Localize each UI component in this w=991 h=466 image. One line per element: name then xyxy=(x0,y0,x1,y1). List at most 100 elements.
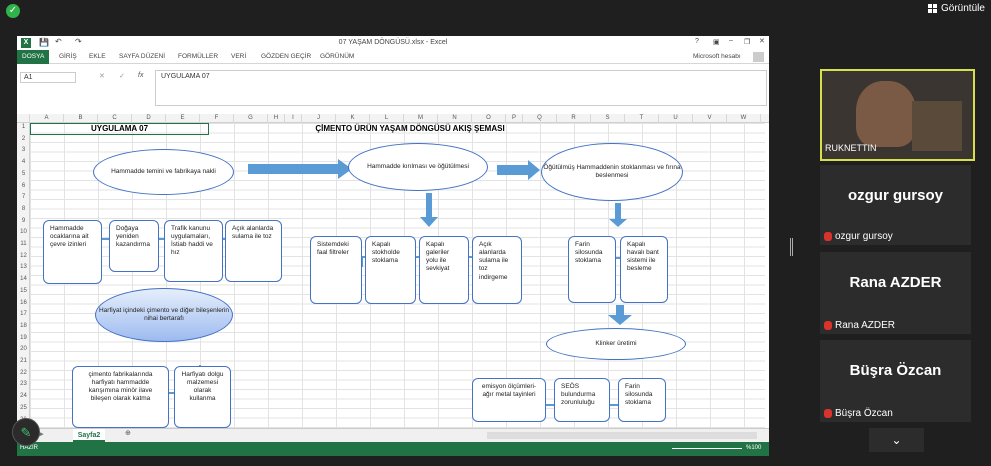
row-header[interactable]: 3 xyxy=(21,147,26,154)
column-header[interactable]: B xyxy=(64,114,98,123)
row-header[interactable]: 4 xyxy=(21,159,26,166)
avatar[interactable] xyxy=(753,52,764,62)
column-header[interactable]: V xyxy=(693,114,727,123)
close-icon[interactable]: ✕ xyxy=(759,38,765,45)
participant-video[interactable]: RUKNETTIN xyxy=(820,69,975,161)
row-header[interactable]: 18 xyxy=(20,322,27,329)
save-icon[interactable]: 💾 xyxy=(39,38,49,47)
zoom-slider[interactable] xyxy=(672,448,742,449)
column-header[interactable]: T xyxy=(625,114,659,123)
chevron-down-icon[interactable]: ⌄ xyxy=(869,428,924,452)
column-header[interactable]: C xyxy=(98,114,132,123)
view-button[interactable]: Görüntüle xyxy=(928,3,985,14)
column-header[interactable]: L xyxy=(370,114,404,123)
box-open-watering[interactable]: Açık alanlarda sulama ile toz indirgeme xyxy=(472,236,522,304)
row-header[interactable]: 11 xyxy=(20,241,27,247)
column-header[interactable]: K xyxy=(336,114,370,123)
row-header[interactable]: 20 xyxy=(20,346,27,353)
cancel-icon[interactable]: ✕ xyxy=(99,73,105,80)
tab-insert[interactable]: EKLE xyxy=(89,53,106,60)
box-stockhold[interactable]: Kapalı stokholde stoklama xyxy=(365,236,416,304)
row-header[interactable]: 14 xyxy=(20,276,27,283)
tab-home[interactable]: GİRİŞ xyxy=(59,53,77,60)
column-header[interactable]: S xyxy=(591,114,625,123)
sheet-tab[interactable]: Sayfa2 xyxy=(73,429,105,442)
row-header[interactable]: 16 xyxy=(20,299,27,306)
name-box[interactable]: A1 xyxy=(20,72,76,83)
node-clinker[interactable]: Klinker üretimi xyxy=(546,328,686,360)
box-silo-2[interactable]: Farin silosunda stoklama xyxy=(618,378,666,422)
node-stockpiling[interactable]: Öğütülmüş Hammaddenin stoklanması ve fır… xyxy=(541,143,683,201)
box-recovery[interactable]: Doğaya yeniden kazandırma xyxy=(109,220,159,272)
box-fill-material[interactable]: Harfiyatı dolgu malzemesi olarak kullanm… xyxy=(174,366,231,428)
row-header[interactable]: 6 xyxy=(21,182,26,189)
box-quarry-permits[interactable]: Hammadde ocaklarına ait çevre izinleri xyxy=(43,220,102,284)
box-galleries[interactable]: Kapalı galeriler yolu ile sevkiyat xyxy=(419,236,469,304)
column-header[interactable]: J xyxy=(302,114,336,123)
row-header[interactable]: 24 xyxy=(20,393,27,400)
box-emission[interactable]: emisyon ölçümleri-ağır metal tayinleri xyxy=(472,378,546,422)
enter-icon[interactable]: ✓ xyxy=(119,73,125,80)
row-header[interactable]: 21 xyxy=(20,358,27,364)
row-header[interactable]: 5 xyxy=(21,170,26,177)
row-header[interactable]: 25 xyxy=(20,404,27,411)
restore-icon[interactable]: ❐ xyxy=(744,39,751,46)
row-header[interactable]: 10 xyxy=(20,229,27,236)
participant-tile[interactable]: ozgur gursoy ozgur gursoy xyxy=(820,165,971,245)
column-header[interactable]: A xyxy=(30,114,64,123)
participant-tile[interactable]: Rana AZDER Rana AZDER xyxy=(820,252,971,334)
row-header[interactable]: 1 xyxy=(21,124,26,130)
row-header[interactable]: 17 xyxy=(20,311,27,318)
column-header[interactable]: N xyxy=(438,114,472,123)
tab-page-layout[interactable]: SAYFA DÜZENİ xyxy=(119,53,166,60)
box-watering-dust[interactable]: Açık alanlarda sulama ile toz xyxy=(225,220,282,282)
account-link[interactable]: Microsoft hesabı xyxy=(693,53,741,60)
pencil-icon[interactable]: ✎ xyxy=(12,418,40,446)
row-header[interactable]: 8 xyxy=(21,205,26,212)
box-minor-additive[interactable]: çimento fabrikalarında harfiyatı hammadd… xyxy=(72,366,169,428)
row-header[interactable]: 15 xyxy=(20,287,27,294)
cell-a1[interactable]: UYGULAMA 07 xyxy=(30,123,209,135)
add-sheet-icon[interactable]: ⊕ xyxy=(125,430,131,437)
box-filters[interactable]: Sistemdeki faal filtreler xyxy=(310,236,362,304)
minimize-icon[interactable]: – xyxy=(729,37,733,44)
column-header[interactable]: U xyxy=(659,114,693,123)
participant-tile[interactable]: Büşra Özcan Büşra Özcan xyxy=(820,340,971,422)
column-header[interactable]: F xyxy=(200,114,234,123)
undo-icon[interactable]: ↶ xyxy=(55,37,62,46)
row-header[interactable]: 12 xyxy=(20,252,27,259)
redo-icon[interactable]: ↷ xyxy=(75,37,82,46)
node-final-disposal[interactable]: Harfiyat içindeki çimento ve diğer bileş… xyxy=(95,288,233,342)
tab-review[interactable]: GÖZDEN GEÇİR xyxy=(261,53,312,60)
column-header[interactable]: R xyxy=(557,114,591,123)
tab-view[interactable]: GÖRÜNÜM xyxy=(320,53,355,60)
horizontal-scrollbar[interactable] xyxy=(487,432,757,439)
select-all-corner[interactable] xyxy=(17,114,30,123)
box-raw-meal-silo[interactable]: Farin silosunda stoklama xyxy=(568,236,616,303)
tab-formulas[interactable]: FORMÜLLER xyxy=(178,53,219,60)
box-traffic-law[interactable]: Trafik kanunu uygulamaları, İstiab haddi… xyxy=(164,220,223,282)
column-header[interactable]: M xyxy=(404,114,438,123)
box-belt-feeding[interactable]: Kapalı havalı bant sistemi ile besleme xyxy=(620,236,668,303)
row-header[interactable]: 2 xyxy=(21,135,26,142)
column-header[interactable]: W xyxy=(727,114,761,123)
column-header[interactable]: G xyxy=(234,114,268,123)
row-header[interactable]: 19 xyxy=(20,334,27,341)
row-header[interactable]: 23 xyxy=(20,381,27,388)
column-header[interactable]: P xyxy=(506,114,523,123)
column-header[interactable]: H xyxy=(268,114,285,123)
column-header[interactable]: D xyxy=(132,114,166,123)
column-header[interactable]: O xyxy=(472,114,506,123)
node-crushing[interactable]: Hammadde kırılması ve öğütülmesi xyxy=(348,143,488,191)
column-header[interactable]: E xyxy=(166,114,200,123)
column-header[interactable]: Q xyxy=(523,114,557,123)
tab-file[interactable]: DOSYA xyxy=(17,50,50,64)
function-icon[interactable]: fx xyxy=(138,72,144,79)
column-header[interactable]: I xyxy=(285,114,302,123)
help-icon[interactable]: ? xyxy=(695,38,699,45)
ribbon-display-icon[interactable]: ▣ xyxy=(713,39,720,46)
formula-input[interactable]: UYGULAMA 07 xyxy=(155,70,767,106)
tab-data[interactable]: VERİ xyxy=(231,53,247,60)
row-header[interactable]: 9 xyxy=(21,217,26,224)
box-seos[interactable]: SEÖS bulundurma zorunluluğu xyxy=(554,378,610,422)
